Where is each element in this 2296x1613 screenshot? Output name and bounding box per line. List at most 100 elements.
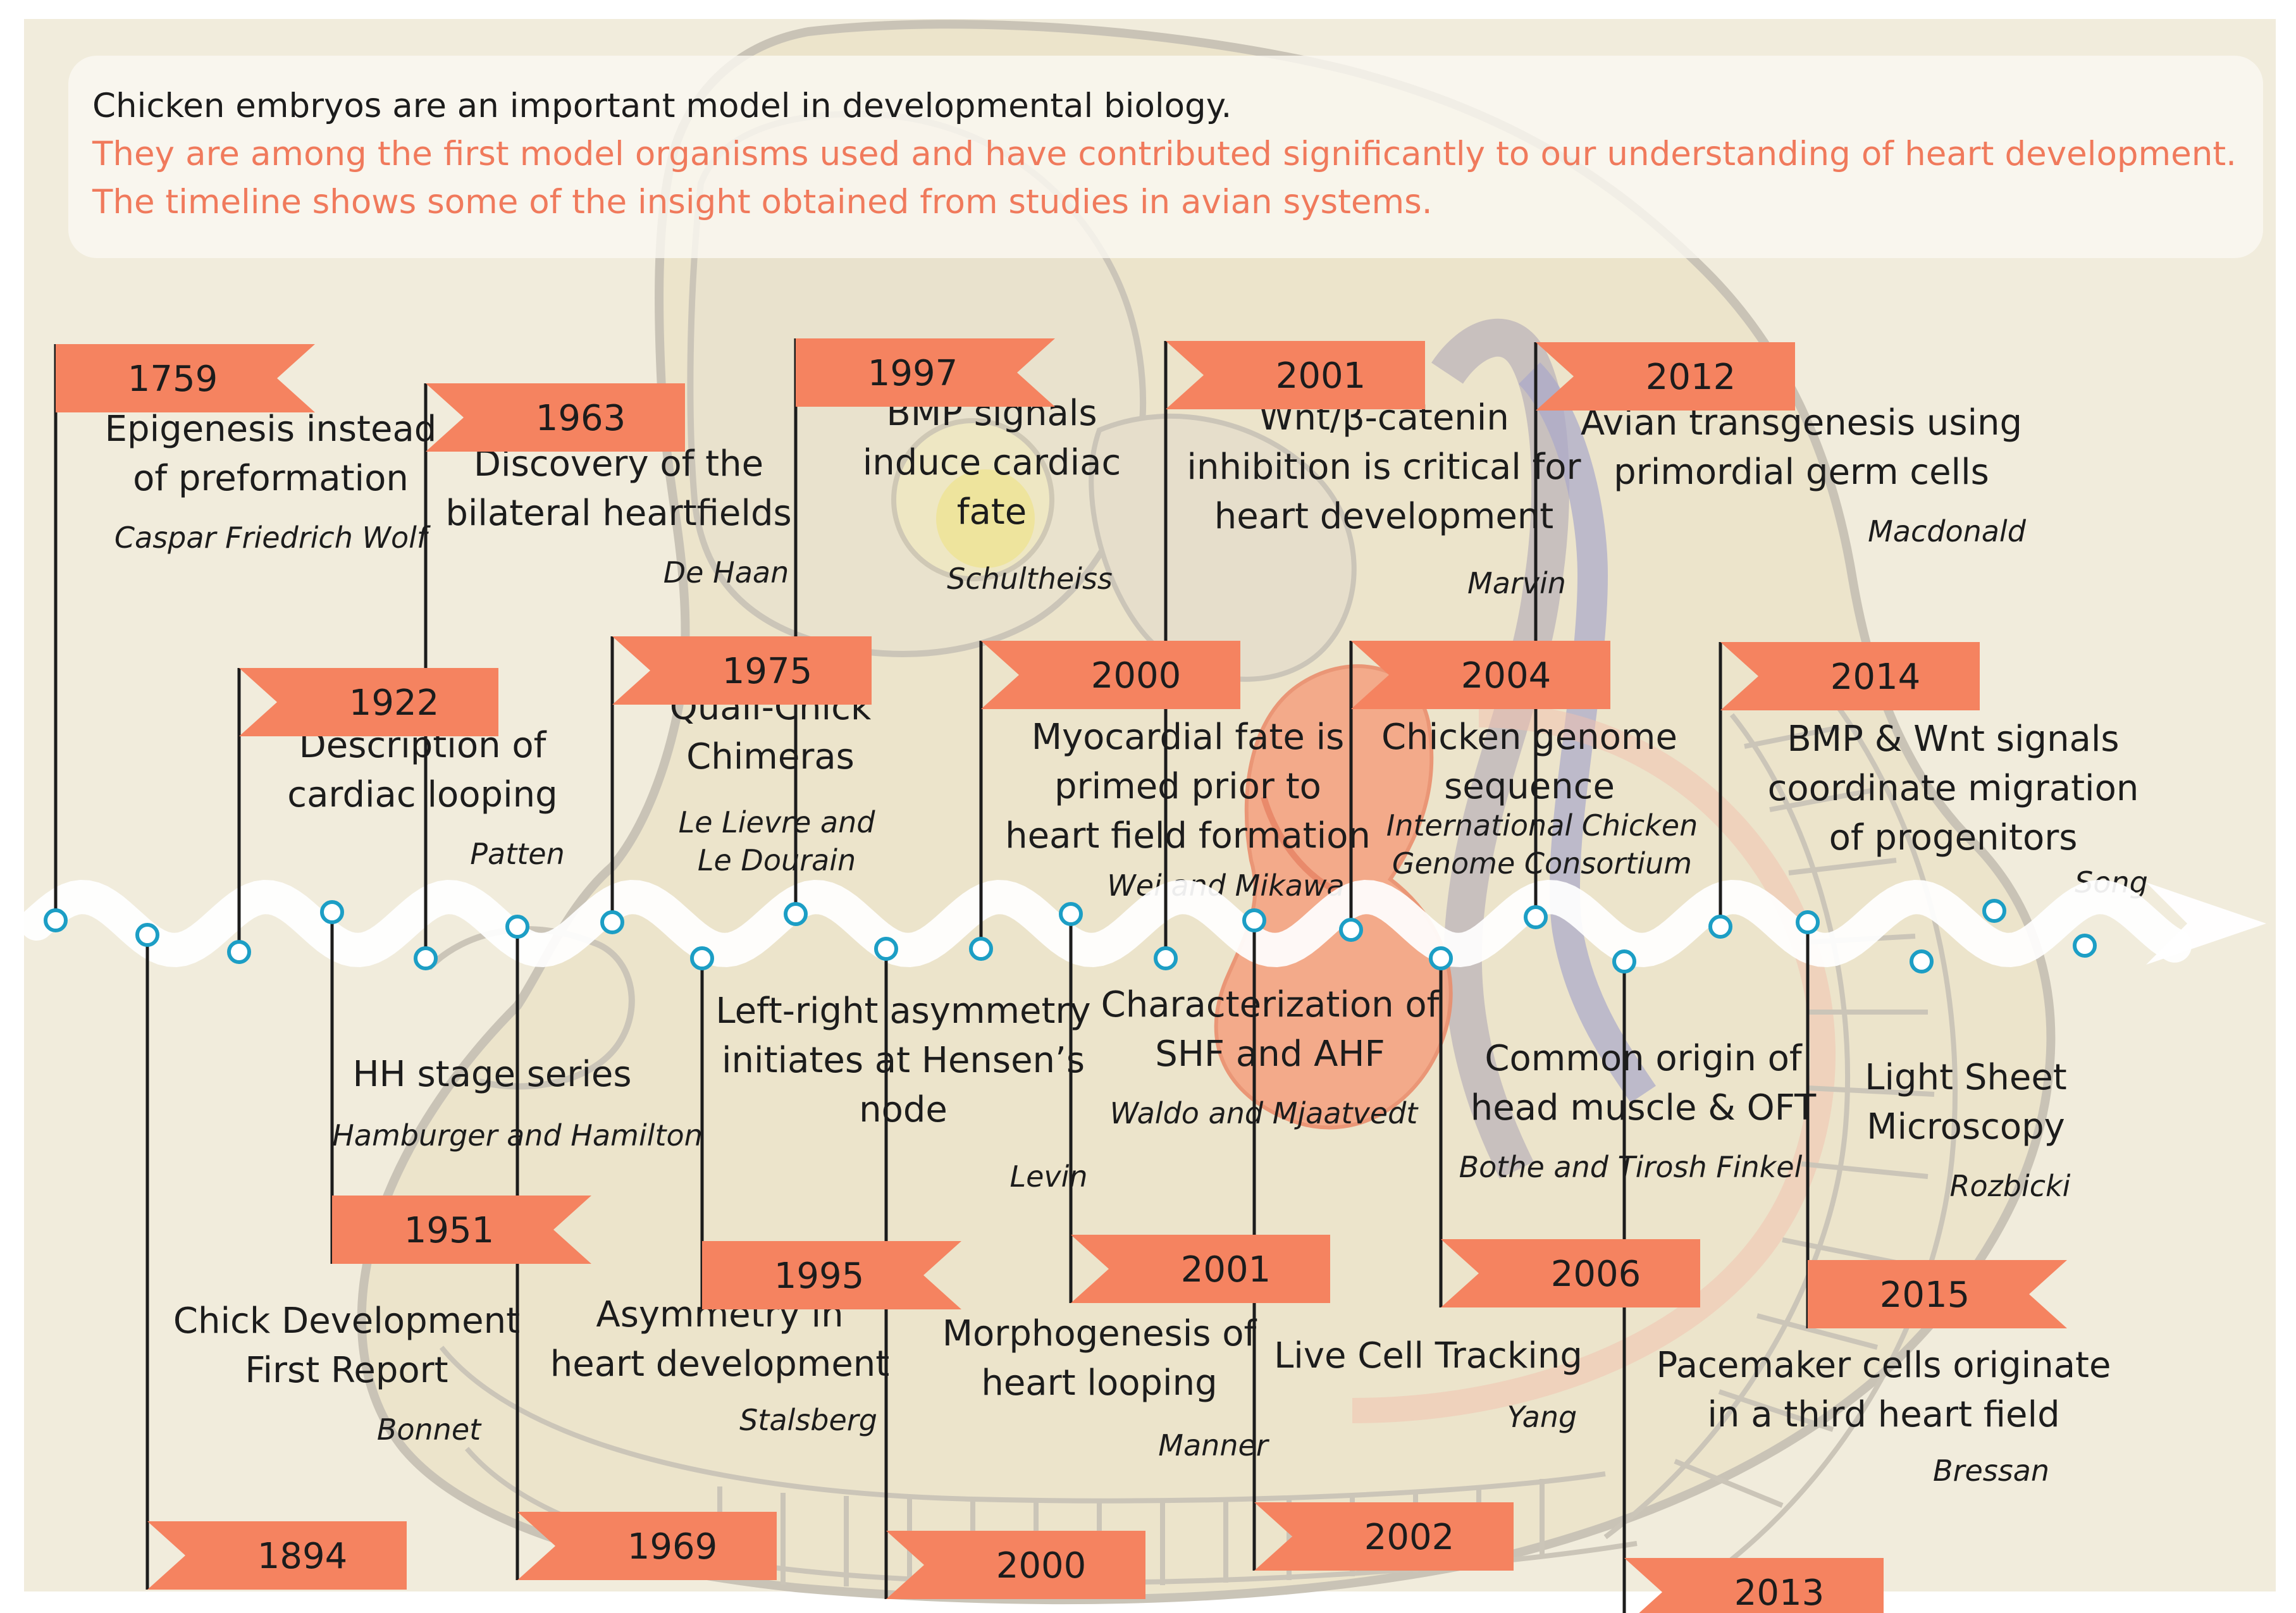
year-label-2000: 2000 (996, 1545, 1087, 1586)
event-1951-title: HH stage series (352, 1054, 632, 1095)
event-2015-author: Rozbicki (1949, 1169, 2071, 1203)
embryo-illustration (357, 20, 2056, 1605)
connector-lines (54, 338, 1810, 1613)
year-label-2015: 2015 (1880, 1275, 1970, 1316)
year-label-1922: 1922 (349, 683, 440, 724)
timeline-pin-2004 (1339, 918, 1363, 942)
timeline-pin-1759 (44, 908, 68, 932)
year-label-1995: 1995 (774, 1256, 865, 1297)
year-flags: 1759 1963 1922 1997 1975 2001 2000 2012 2004 2014… (56, 338, 2067, 1613)
timeline-pin-2006 (1429, 946, 1453, 970)
year-label-1963: 1963 (536, 398, 626, 439)
timeline-pin-extra (2073, 934, 2097, 958)
year-flag-2001 (1071, 1235, 1330, 1303)
event-1995-author: Levin (1009, 1159, 1088, 1194)
year-label-1894: 1894 (257, 1536, 348, 1577)
timeline-pin-2000 (969, 937, 993, 961)
event-2002-author: Yang (1507, 1400, 1577, 1434)
year-flag-2004 (1351, 641, 1610, 709)
year-flag-1975 (612, 636, 872, 705)
timeline-pin-1894 (135, 923, 159, 947)
event-2002-title: Live Cell Tracking (1274, 1335, 1583, 1376)
year-flag-1969 (517, 1512, 777, 1580)
intro-text: Chicken embryos are an important model i… (92, 87, 1232, 125)
year-label-1759: 1759 (128, 359, 218, 400)
year-label-2001: 2001 (1276, 355, 1366, 397)
event-2012-author: Macdonald (1868, 514, 2026, 548)
event-2001-top-author: Marvin (1467, 566, 1566, 600)
year-label-2002: 2002 (1364, 1517, 1455, 1558)
timeline-pin-1922 (227, 940, 251, 964)
year-flag-1963 (426, 383, 685, 452)
timeline-pin-2001 (1059, 902, 1083, 926)
timeline-pin-2002 (1242, 908, 1266, 932)
year-flag-2006 (1441, 1239, 1700, 1307)
event-1922-author: Patten (470, 837, 565, 871)
event-2006-author: Bothe and Tirosh Finkel (1459, 1150, 1803, 1184)
timeline-pin-1995 (690, 946, 714, 970)
timeline-arrowhead (2146, 882, 2266, 965)
year-flag-2013 (1624, 1558, 1884, 1613)
year-label-2012: 2012 (1646, 357, 1736, 398)
event-2000-bottom-author: Manner (1158, 1428, 1268, 1462)
timeline-pin-extra (1982, 899, 2006, 923)
timeline-pin-extra (1910, 949, 1934, 973)
timeline-pin-2015 (1796, 910, 1820, 934)
event-2001-bottom-author: Waldo and Mjaatvedt (1109, 1096, 1418, 1130)
timeline-pin-2012 (1524, 905, 1548, 929)
timeline-pin-1975 (600, 910, 624, 934)
timeline-pin-2001 (1154, 946, 1178, 970)
year-flag-2014 (1720, 642, 1980, 710)
event-1997-author: Schultheiss (947, 562, 1113, 596)
year-flag-1894 (147, 1521, 407, 1590)
timeline-pin-1969 (505, 915, 529, 939)
year-flag-2002 (1254, 1502, 1514, 1571)
intro-box: Chicken embryos are an important model i… (68, 56, 2263, 258)
year-flag-2012 (1536, 342, 1795, 411)
embryo-eye (891, 418, 1054, 581)
year-flag-1997 (796, 338, 1055, 407)
event-2013-author: Bressan (1932, 1454, 2050, 1488)
year-flag-2000 (981, 641, 1240, 709)
year-flag-2001 (1166, 341, 1425, 409)
year-label-1975: 1975 (722, 651, 813, 692)
timeline-wave (20, 880, 2192, 967)
year-flag-1922 (239, 668, 498, 736)
event-1969-author: Stalsberg (739, 1403, 877, 1437)
year-label-2013: 2013 (1734, 1573, 1825, 1613)
year-label-2001: 2001 (1181, 1249, 1271, 1290)
event-1963-author: De Haan (663, 555, 789, 590)
timeline-pin-2014 (1708, 915, 1732, 939)
timeline-pins (44, 899, 2097, 973)
year-label-1997: 1997 (868, 353, 958, 394)
timeline-pin-1997 (784, 902, 808, 926)
year-flag-1995 (702, 1241, 961, 1309)
year-flag-1759 (56, 344, 315, 412)
year-flag-1951 (332, 1196, 591, 1264)
timeline-pin-1951 (320, 900, 344, 924)
year-label-1951: 1951 (404, 1210, 495, 1251)
timeline-pin-2000 (874, 937, 898, 961)
year-flag-2000 (886, 1531, 1145, 1599)
event-1894-author: Bonnet (376, 1412, 481, 1447)
intro-highlight-text: They are among the first model organisms… (92, 135, 2237, 221)
timeline-pin-2013 (1612, 949, 1636, 973)
event-1759-author: Caspar Friedrich Wolf (114, 521, 428, 555)
timeline-overlay: 1759 1963 1922 1997 1975 2001 2000 2012 2004 2014… (20, 338, 2266, 1613)
year-label-2004: 2004 (1461, 655, 1552, 696)
year-label-2014: 2014 (1830, 657, 1921, 698)
